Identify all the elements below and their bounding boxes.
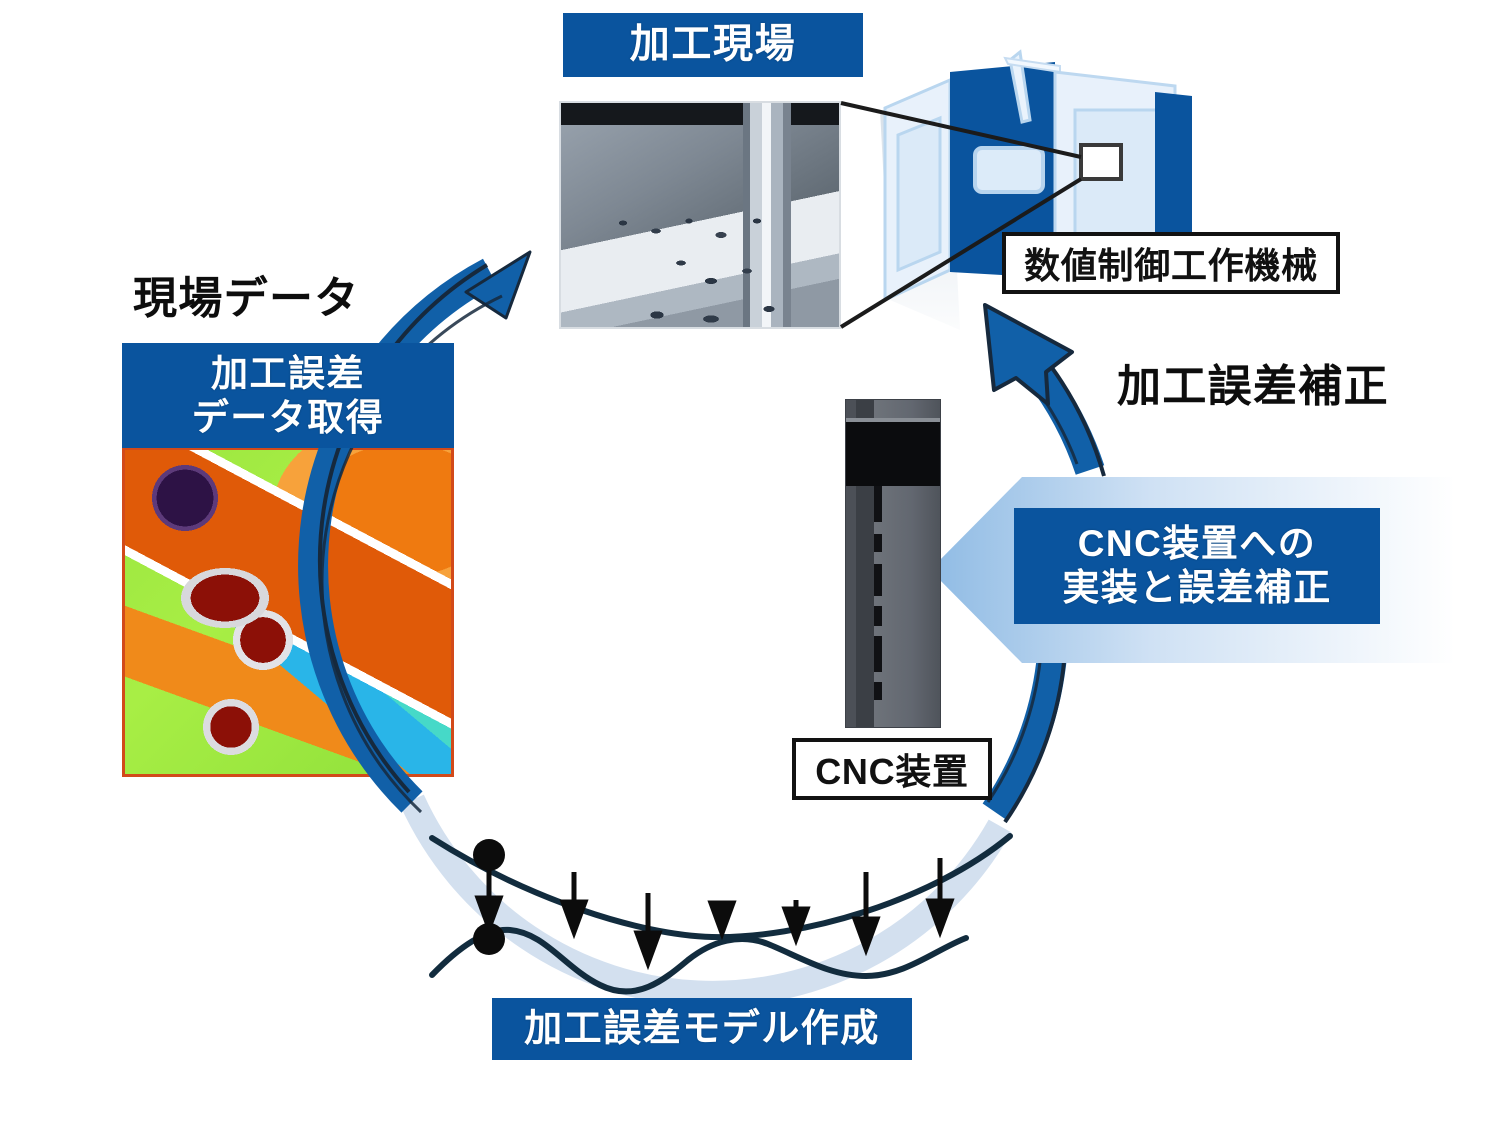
arc-left-outer-outline xyxy=(317,263,489,794)
machine-tool-callout: 数値制御工作機械 xyxy=(1002,232,1340,294)
error-data-acquisition-box: 加工誤差 データ取得 xyxy=(122,343,454,448)
cnc-unit-callout-label: CNC装置 xyxy=(815,751,969,792)
error-model-label: 加工誤差モデル作成 xyxy=(524,1007,880,1050)
machine-right-pillar xyxy=(1155,92,1192,262)
error-data-line2: データ取得 xyxy=(191,396,385,438)
reference-curve xyxy=(429,833,1013,941)
machine-zoom-target xyxy=(1079,143,1123,181)
machine-tool-callout-label: 数値制御工作機械 xyxy=(1024,245,1318,286)
arrow-up-left-icon xyxy=(983,303,1074,406)
deviation-arrow-icon xyxy=(781,900,811,947)
deviation-arrow-icon xyxy=(925,858,955,939)
error-model-box: 加工誤差モデル作成 xyxy=(492,998,912,1060)
cycle-arc-light xyxy=(400,794,1012,1007)
deviation-arrow-icon xyxy=(559,872,589,940)
cnc-implementation-line1: CNC装置への xyxy=(1077,523,1317,565)
curve-node-measured xyxy=(473,923,505,955)
error-data-line1: 加工誤差 xyxy=(211,352,365,394)
title-box-label: 加工現場 xyxy=(629,22,797,67)
leader-line-bottom xyxy=(839,177,1083,329)
deviation-arrow-icon xyxy=(633,893,663,971)
error-correction-label-text: 加工誤差補正 xyxy=(1117,362,1389,411)
deviation-arrow-group xyxy=(474,858,955,971)
title-box: 加工現場 xyxy=(563,13,863,77)
deviation-arrow-icon xyxy=(707,900,737,941)
curve-node-reference xyxy=(473,839,505,871)
error-correction-label: 加工誤差補正 xyxy=(1117,350,1389,414)
leader-line-top xyxy=(840,101,1082,159)
cnc-implementation-line2: 実装と誤差補正 xyxy=(1062,567,1332,608)
cnc-implementation-box: CNC装置への 実装と誤差補正 xyxy=(1014,508,1380,624)
field-data-label: 現場データ xyxy=(133,262,360,326)
cnc-unit-callout: CNC装置 xyxy=(792,738,992,800)
deviation-arrow-icon xyxy=(474,862,504,936)
machining-error-heatmap-image xyxy=(122,447,454,777)
machine-spindle-arm xyxy=(1008,49,1032,124)
cnc-controller-unit-photo xyxy=(845,399,941,728)
cycle-arc-left xyxy=(298,258,498,813)
milling-operation-photo xyxy=(559,101,841,329)
machine-control-pad xyxy=(973,146,1045,194)
measured-curve xyxy=(429,926,969,995)
deviation-arrow-icon xyxy=(851,872,881,957)
field-data-label-text: 現場データ xyxy=(133,274,360,323)
